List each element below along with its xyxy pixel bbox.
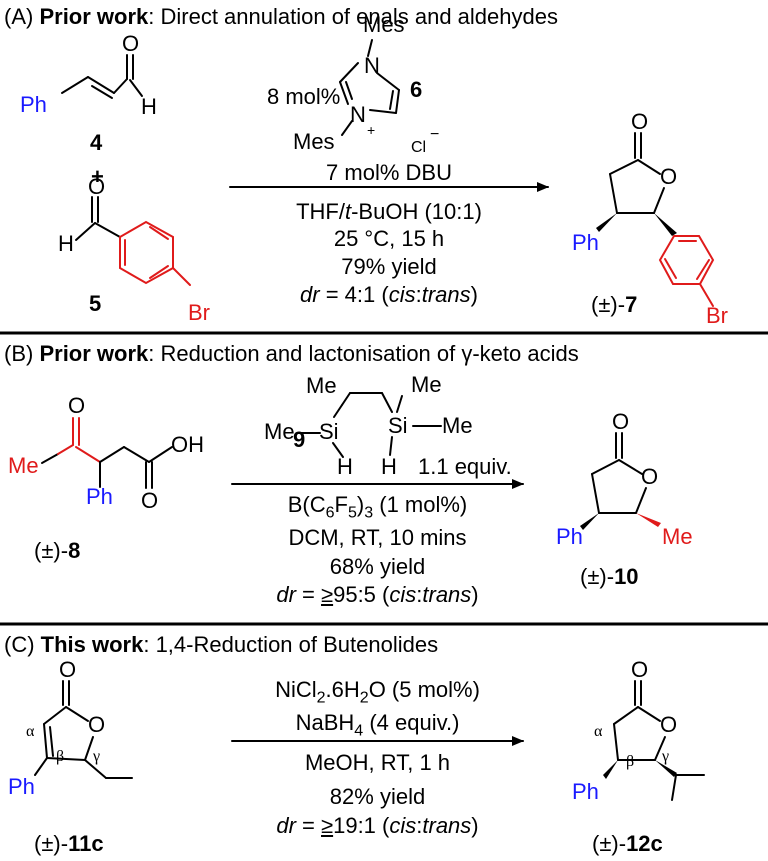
silane-me1: Me [306,373,337,398]
conditions-a-dr: dr = 4:1 (cis:trans) [300,282,478,307]
panel-a-rest: : Direct annulation of enals and aldehyd… [148,4,558,29]
enal-ph: Ph [20,92,47,117]
acid-oh: OH [171,432,204,457]
lactone-12c-bonds [603,680,705,801]
product7-ph: Ph [572,230,599,255]
panel-b-bold: Prior work [39,341,149,366]
panel-c-rest: : 1,4-Reduction of Butenolides [143,632,439,657]
silane-equiv: 1.1 equiv. [418,454,512,479]
conditions-b-yield: 68% yield [329,554,426,579]
panel-b-rest: : Reduction and lactonisation of γ-keto … [148,341,579,366]
enal-h: H [141,94,157,119]
catalyst-plus: + [367,122,376,138]
silane-h1: H [337,454,353,479]
panel-a-heading: (A) Prior work: Direct annulation of ena… [4,6,558,28]
butenolide-beta: β [56,748,65,765]
compound-5-label: 5 [89,291,102,316]
aldehyde-5-bonds [75,196,191,286]
butenolide-alpha: α [26,723,35,740]
product12c-label: (±)-12c [592,831,663,856]
silane-me3: Me [411,372,442,397]
conditions-c-yield: 82% yield [329,784,426,809]
keto-acid-8-bonds [41,417,173,489]
acid-ph: Ph [86,484,113,509]
butenolide-gamma: γ [93,748,101,765]
butenolide-11c-bonds [34,680,133,779]
panel-b-heading: (B) Prior work: Reduction and lactonisat… [4,343,579,365]
conditions-b-catalyst: B(C6F5)3 (1 mol%) [287,492,468,522]
catalyst-loading: 8 mol% [267,84,341,109]
aldehyde-br: Br [188,300,210,325]
conditions-b-dr: dr = ≥95:5 (cis:trans) [276,582,479,607]
product12c-alpha: α [594,723,603,740]
enal-4-bonds [61,54,143,99]
panel-c-bold: This work [40,632,144,657]
catalyst-n-top: N [364,53,380,78]
imidazolium-6-bonds [339,39,400,136]
conditions-b-solvent: DCM, RT, 10 mins [288,525,467,550]
acid-o-ketone: O [68,393,86,418]
panel-a-bold: Prior work [39,4,149,29]
conditions-a-temp: 25 °C, 15 h [333,226,445,251]
silane-si1: Si [319,419,339,444]
product7-o-ring: O [660,164,678,189]
acid-o-carbonyl: O [141,488,159,513]
product7-o-carbonyl: O [631,109,649,134]
panel-a-prefix: (A) [4,4,40,29]
product7-label: (±)-7 [591,292,638,317]
conditions-c-solvent: MeOH, RT, 1 h [304,750,451,775]
conditions-c-catalyst: NiCl2.6H2O (5 mol%) [275,677,480,707]
catalyst-number: 6 [410,77,423,102]
silane-me4: Me [442,413,473,438]
lactone-10-bonds [580,432,661,530]
silane-me2: Me [264,419,295,444]
catalyst-mes-top: Mes [363,12,405,37]
product7-br: Br [706,303,728,328]
butenolide-o-ring: O [88,712,106,737]
butenolide-o-carbonyl: O [59,657,77,682]
catalyst-mes-left: Mes [293,129,335,154]
product10-o-carbonyl: O [612,409,630,434]
product12c-beta: β [626,753,635,770]
panel-c-prefix: (C) [4,632,41,657]
silane-h2: H [381,454,397,479]
conditions-c-dr: dr = ≥19:1 (cis:trans) [276,813,479,838]
product10-me: Me [662,524,693,549]
product12c-o-carbonyl: O [631,657,649,682]
product12c-o-ring: O [660,712,678,737]
acid-label: (±)-8 [34,538,81,563]
conditions-a-yield: 79% yield [341,254,437,279]
product10-o-ring: O [641,464,659,489]
product10-label: (±)-10 [580,564,639,589]
conditions-a-solvent: THF/t-BuOH (10:1) [296,199,482,224]
enal-o: O [122,31,140,56]
silane-si2: Si [388,413,408,438]
compound-4-label: 4 [90,130,103,155]
butenolide-ph: Ph [8,774,35,799]
product10-ph: Ph [556,524,583,549]
catalyst-cl: Cl [411,139,427,156]
product12c-ph: Ph [572,779,599,804]
butenolide-label: (±)-11c [34,831,104,856]
lactone-7-bonds [596,132,715,307]
panel-c-heading: (C) This work: 1,4-Reduction of Butenoli… [4,634,438,656]
conditions-c-reductant: NaBH4 (4 equiv.) [295,710,460,740]
aldehyde-o: O [88,174,106,199]
acid-me: Me [8,453,39,478]
catalyst-n-left: N [350,102,366,127]
conditions-a-base: 7 mol% DBU [326,160,452,185]
silane-9-bonds [297,392,442,458]
plus-sign: + [91,164,104,189]
product12c-gamma: γ [662,748,670,765]
aldehyde-h: H [58,231,74,256]
panel-b-prefix: (B) [4,341,40,366]
catalyst-minus: − [430,126,440,143]
silane-number: 9 [293,427,306,452]
